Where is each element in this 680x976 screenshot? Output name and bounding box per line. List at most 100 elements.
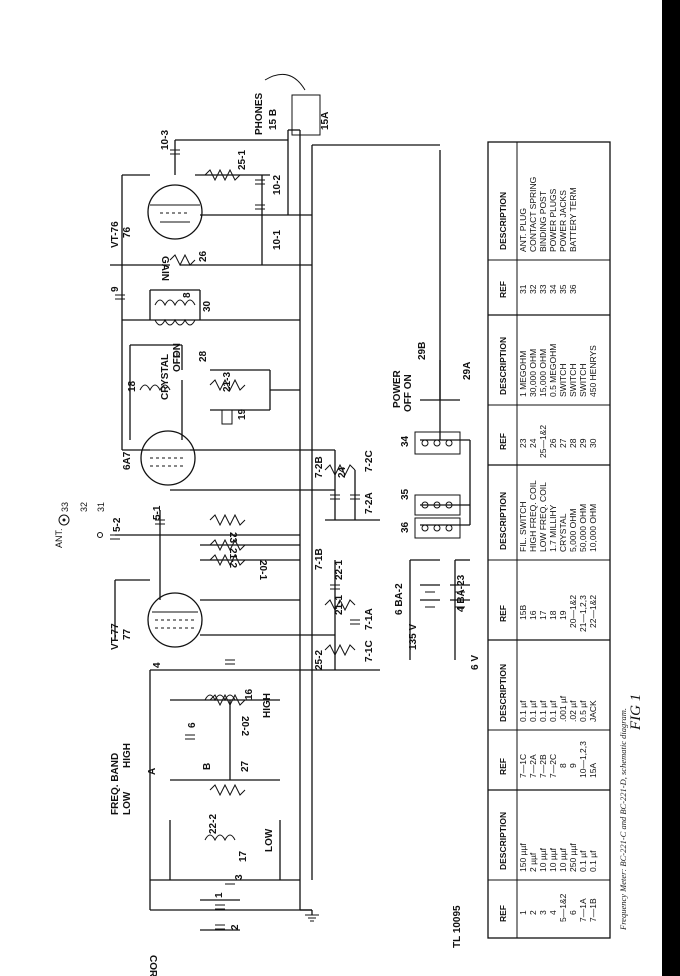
label-34: 34	[400, 435, 411, 447]
col4-desc-5: SWITCH	[568, 363, 578, 397]
label-7-1b: 7-1B	[314, 548, 325, 570]
label-5-1: 5-1	[152, 505, 163, 520]
col5-desc-3: POWER PLUGS	[548, 188, 558, 252]
col5-ref-header: REF	[498, 281, 508, 298]
label-6: 6	[187, 722, 198, 728]
col4-desc-4: SWITCH	[558, 363, 568, 397]
label-4: 4	[152, 662, 163, 668]
col3-ref-5: 20—1&2	[568, 595, 578, 628]
col1-ref-7: 7—1B	[588, 898, 598, 922]
label-35: 35	[400, 488, 411, 500]
col1-ref-6: 7—1A	[578, 898, 588, 922]
col2-desc-1: 0.1 µf	[528, 700, 538, 722]
col2-ref-4: 8	[558, 763, 568, 768]
col5-ref-2: 33	[538, 284, 548, 294]
col2-desc-5: .02 µf	[568, 700, 578, 722]
label-phones: PHONES	[254, 92, 265, 135]
col4-desc-2: 15,000 OHM	[538, 349, 548, 397]
label-10-2: 10-2	[272, 175, 283, 195]
col2-desc-3: 0.1 µf	[548, 700, 558, 722]
col3-ref-0: 15B	[518, 605, 528, 620]
figure-label: FIG 1	[628, 694, 644, 731]
col3-desc-header: DESCRIPTION	[498, 492, 508, 550]
ant-binding-post	[58, 514, 70, 526]
label-20-1: 20-1	[257, 560, 268, 580]
col1-desc-4: 10 µµf	[558, 847, 568, 872]
label-1: 1	[214, 892, 225, 898]
label-17: 17	[238, 850, 249, 862]
col5-ref-5: 36	[568, 284, 578, 294]
col2-ref-7: 15A	[588, 763, 598, 778]
col1-ref-3: 4	[548, 910, 558, 915]
col3-ref-7: 22—1&2	[588, 595, 598, 628]
label-corrector: CORRECTOR	[147, 955, 158, 976]
col3-ref-header: REF	[498, 605, 508, 622]
col4-ref-3: 26	[548, 438, 558, 448]
label-29b: 29B	[417, 342, 428, 360]
col2-desc-6: 0.5 µf	[578, 700, 588, 722]
label-28: 28	[198, 350, 209, 362]
label-29a: 29A	[462, 362, 473, 380]
col2-desc-7: JACK	[588, 700, 598, 722]
tubes	[140, 184, 203, 648]
col2-ref-2: 7—2B	[538, 754, 548, 778]
col4-ref-4: 27	[558, 438, 568, 448]
col3-desc-2: LOW FREQ. COIL	[538, 482, 548, 552]
label-crystal-on: ON	[172, 343, 183, 358]
col1-ref-5: 6	[568, 910, 578, 915]
label-10-3: 10-3	[160, 130, 171, 150]
col3-desc-1: HIGH FREQ. COIL	[528, 480, 538, 552]
label-15a: 15A	[320, 112, 331, 130]
col4-ref-2: 25—1&2	[538, 425, 548, 458]
label-18: 18	[127, 380, 138, 392]
col4-desc-1: 30,000 OHM	[528, 349, 538, 397]
figure-caption: Frequency Meter: BC-221-C and BC-221-D, …	[618, 708, 628, 931]
label-9: 9	[110, 286, 121, 292]
tube-6a7	[140, 430, 196, 486]
label-power-offon: OFF ON	[403, 374, 414, 412]
col3-desc-0: FIL. SWITCH	[518, 501, 528, 552]
label-low: LOW	[122, 791, 133, 815]
label-3: 3	[234, 874, 245, 880]
col2-ref-header: REF	[498, 758, 508, 775]
col5-desc-header: DESCRIPTION	[498, 192, 508, 250]
col4-ref-0: 23	[518, 438, 528, 448]
label-25-2: 25-2	[314, 650, 325, 670]
label-switch-a: A	[147, 768, 158, 775]
col3-desc-3: 1.7 MILLIHY	[548, 504, 558, 552]
col3-desc-5: 5,000 OHM	[568, 509, 578, 552]
col5-desc-1: CONTACT SPRING	[528, 177, 538, 252]
coils	[139, 299, 236, 842]
label-10-1: 10-1	[272, 230, 283, 250]
capacitors	[110, 149, 360, 930]
label-5-2: 5-2	[112, 517, 123, 532]
col4-ref-5: 28	[568, 438, 578, 448]
label-6v: 6 V	[470, 655, 481, 670]
label-20-2: 20-2	[239, 716, 250, 736]
label-switch-b: B	[202, 763, 213, 770]
col4-ref-7: 30	[588, 438, 598, 448]
col2-ref-6: 10—1,2,3	[578, 741, 588, 778]
col3-ref-2: 17	[538, 610, 548, 620]
label-2: 2	[230, 924, 241, 930]
col1-desc-2: 10 µµf	[538, 847, 548, 872]
label-30: 30	[202, 300, 213, 312]
tube-vt76	[147, 184, 203, 240]
col4-ref-6: 29	[578, 438, 588, 448]
parts-table: REF DESCRIPTION 1 2 3 4 5—1&2 6 7—1A 7—1…	[487, 141, 611, 939]
label-power: POWER	[392, 369, 403, 408]
col4-ref-header: REF	[498, 433, 508, 450]
label-tl: TL 10095	[452, 905, 463, 948]
label-8: 8	[182, 292, 193, 298]
col5-ref-1: 32	[528, 284, 538, 294]
col5-desc-5: BATTERY TERM	[568, 187, 578, 252]
label-4ba-23: 4 BA-23	[456, 574, 467, 612]
label-36: 36	[400, 521, 411, 533]
col1-desc-3: 10 µµf	[548, 847, 558, 872]
col3-ref-3: 18	[548, 610, 558, 620]
terminal-blocks	[414, 431, 461, 539]
col1-desc-5: 250 µµf	[568, 843, 578, 872]
col2-desc-4: .001 µf	[558, 695, 568, 722]
col5-ref-0: 31	[518, 284, 528, 294]
batteries	[420, 584, 470, 608]
